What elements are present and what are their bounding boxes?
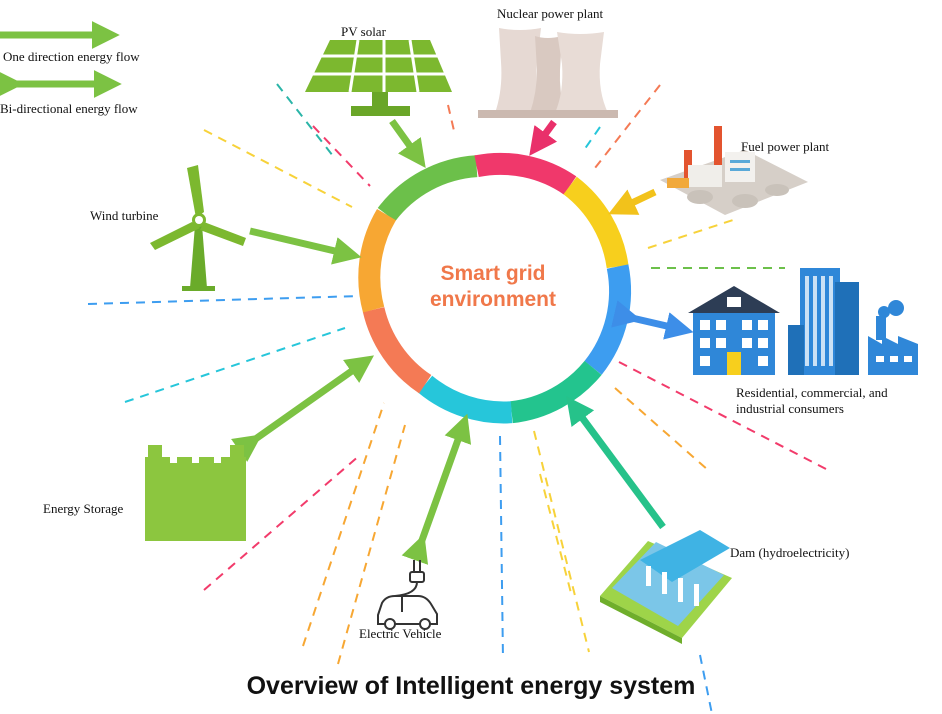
consumers-flow-arrow — [611, 300, 694, 340]
smart-grid-ring — [358, 152, 632, 424]
consumer-buildings-icon — [688, 268, 918, 375]
dam-label: Dam (hydroelectricity) — [730, 545, 849, 560]
electric-vehicle-label: Electric Vehicle — [359, 626, 442, 641]
fuel-plant-icon — [660, 126, 808, 215]
fuel-flow-arrow — [608, 188, 657, 215]
center-title-line1: Smart grid — [440, 262, 545, 285]
consumers-label-line1: Residential, commercial, and — [736, 385, 888, 400]
nuclear-plant-label: Nuclear power plant — [497, 6, 604, 21]
nuclear-plant-icon — [478, 28, 618, 118]
legend-one-direction-label: One direction energy flow — [3, 49, 140, 64]
ring-segment-teal — [510, 360, 602, 424]
center-title-line2: environment — [430, 288, 556, 311]
ring-segment-green — [377, 155, 478, 222]
flow-arrows — [231, 118, 694, 565]
energy-storage-label: Energy Storage — [43, 501, 123, 516]
solar-panel-icon — [305, 39, 452, 116]
dam-flow-arrow — [566, 396, 666, 530]
fuel-plant-label: Fuel power plant — [741, 139, 829, 154]
storage-flow-arrow — [231, 355, 375, 462]
dam-icon — [600, 530, 732, 644]
ring-segment-orange — [362, 306, 432, 394]
ring-segment-amber — [358, 208, 397, 313]
ring-segment-pink — [474, 152, 577, 195]
wind-flow-arrow — [249, 227, 362, 265]
ring-segment-yellow — [563, 176, 629, 269]
ev-flow-arrow — [401, 413, 472, 565]
diagram-caption: Overview of Intelligent energy system — [246, 672, 696, 700]
ring-segment-blue — [584, 264, 632, 375]
pv-solar-flow-arrow — [389, 118, 426, 168]
nuclear-flow-arrow — [529, 119, 558, 156]
legend: One direction energy flow Bi-directional… — [0, 21, 140, 116]
consumers-label-line2: industrial consumers — [736, 401, 844, 416]
wind-turbine-icon — [150, 165, 246, 291]
wind-turbine-label: Wind turbine — [90, 208, 159, 223]
electric-vehicle-icon — [377, 560, 438, 630]
legend-bi-directional-label: Bi-directional energy flow — [0, 101, 138, 116]
ring-segment-cyan — [418, 375, 513, 424]
pv-solar-label: PV solar — [341, 24, 387, 39]
battery-icon — [145, 445, 246, 541]
